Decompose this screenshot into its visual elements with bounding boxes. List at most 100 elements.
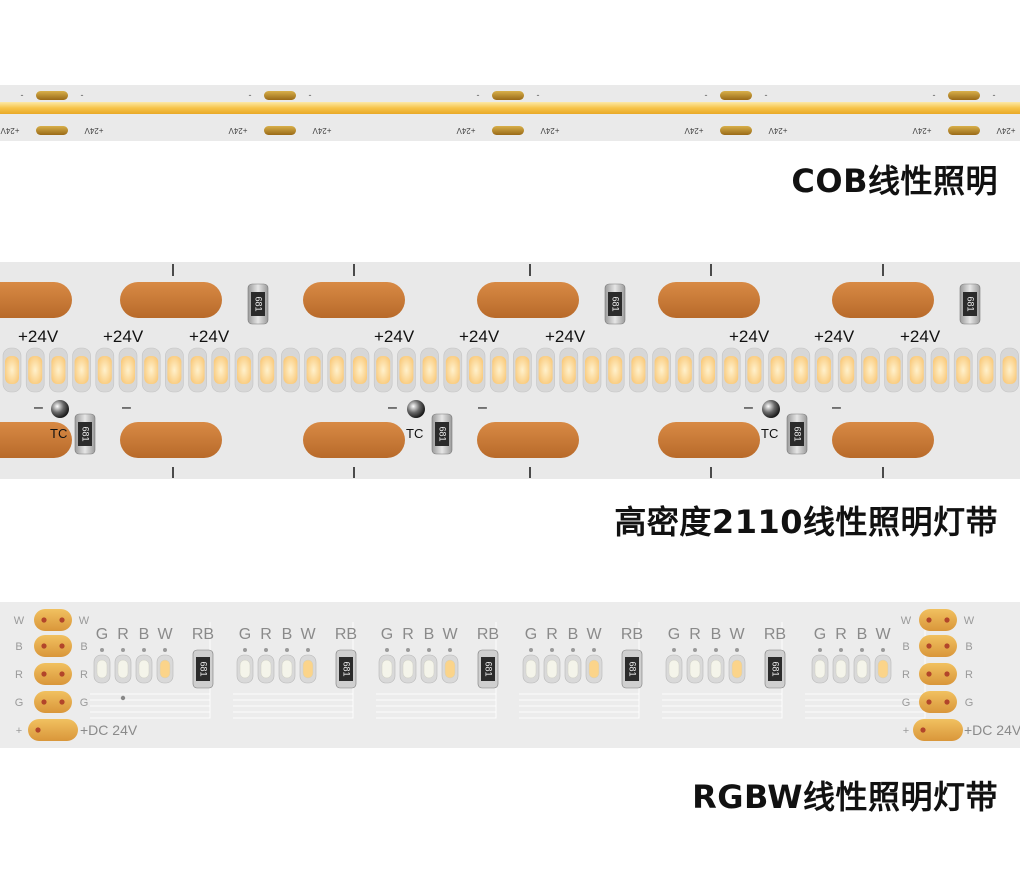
cob-minus-mark: -	[537, 90, 540, 100]
cob-minus-mark: -	[249, 90, 252, 100]
led-2110	[513, 347, 532, 393]
voltage-label: +24V	[814, 327, 855, 346]
led-white	[441, 654, 459, 684]
led-white	[299, 654, 317, 684]
resistor-code: 681	[199, 661, 209, 676]
channel-label: G	[668, 626, 680, 643]
led-2110	[884, 347, 903, 393]
cob-pad-label: +24V	[456, 126, 476, 135]
channel-dot	[550, 648, 554, 652]
led-2110	[930, 347, 950, 393]
led-2110	[791, 347, 811, 393]
led-2110	[49, 347, 68, 393]
resistor-681: 681	[335, 649, 357, 689]
cob-minus-mark: -	[993, 90, 996, 100]
channel-label: W	[300, 626, 316, 643]
channel-dot	[427, 648, 431, 652]
channel-dot	[142, 648, 146, 652]
channel-dot	[100, 648, 104, 652]
cob-bottom-pad	[264, 126, 296, 135]
pad-label-right: G	[80, 697, 89, 709]
copper-pad-top	[120, 282, 222, 318]
dc-label: +DC 24V	[80, 722, 138, 738]
pad-label-right: G	[965, 697, 974, 709]
channel-label: B	[282, 626, 293, 643]
channel-label: R	[117, 626, 129, 643]
cob-top-pad	[492, 91, 524, 100]
resistor-code: 681	[793, 426, 803, 441]
channel-label: G	[814, 626, 826, 643]
led-2110	[582, 347, 602, 393]
led-2110	[373, 347, 393, 393]
led-rgb	[257, 654, 275, 684]
pad-label-left: R	[902, 669, 910, 681]
led-2110	[327, 347, 347, 393]
pad-label-left: W	[14, 615, 25, 627]
channel-label: W	[586, 626, 602, 643]
led-rgb	[564, 654, 582, 684]
rb-label: RB	[335, 626, 357, 643]
channel-dot	[860, 648, 864, 652]
led-2110	[443, 347, 463, 393]
cob-strip: --+24V+24V--+24V+24V--+24V+24V--+24V+24V…	[0, 85, 1020, 141]
cob-top-pad	[948, 91, 980, 100]
channel-dot	[406, 648, 410, 652]
led-2110	[304, 347, 323, 393]
channel-label: G	[525, 626, 537, 643]
channel-dot	[571, 648, 575, 652]
channel-dot	[714, 648, 718, 652]
led-rgb	[236, 654, 254, 684]
led-2110	[95, 347, 115, 393]
voltage-label: +24V	[459, 327, 500, 346]
cob-top-pad	[720, 91, 752, 100]
led-rgb	[853, 654, 871, 684]
pad-label-right: W	[79, 615, 90, 627]
led-2110	[118, 347, 138, 393]
resistor-code: 681	[966, 296, 976, 311]
tc-label: TC	[50, 426, 67, 441]
channel-dot	[385, 648, 389, 652]
channel-label: R	[689, 626, 701, 643]
resistor-code: 681	[628, 661, 638, 676]
led-2110	[1000, 347, 1019, 393]
cob-pad-label: +24V	[0, 126, 19, 135]
cob-bottom-pad	[492, 126, 524, 135]
channel-dot	[285, 648, 289, 652]
channel-dot	[264, 648, 268, 652]
led-2110	[188, 347, 207, 393]
channel-dot	[448, 648, 452, 652]
channel-label: B	[139, 626, 150, 643]
cob-minus-mark: -	[765, 90, 768, 100]
pad-label-left: +	[16, 725, 22, 737]
led-2110	[698, 347, 718, 393]
cob-minus-mark: -	[21, 90, 24, 100]
led-2110	[350, 347, 370, 393]
resistor-681: 681	[431, 413, 453, 455]
led-rgb	[686, 654, 704, 684]
resistor-681: 681	[192, 649, 214, 689]
cob-top-pad	[36, 91, 68, 100]
led-2110	[234, 347, 254, 393]
cob-bottom-pad	[948, 126, 980, 135]
channel-label: R	[546, 626, 558, 643]
led-2110	[489, 347, 509, 393]
voltage-label: +24V	[374, 327, 415, 346]
led-rgb	[811, 654, 829, 684]
caption-cob: COB线性照明	[791, 162, 998, 200]
channel-dot	[672, 648, 676, 652]
caption-rgbw: RGBW线性照明灯带	[692, 778, 998, 816]
led-2110	[397, 347, 416, 393]
thermistor-dot	[51, 400, 69, 418]
resistor-681: 681	[74, 413, 96, 455]
cob-pad-label: +24V	[912, 126, 932, 135]
led-2110	[420, 347, 439, 393]
rgbw-solder-pad: +	[903, 719, 963, 741]
led-rgb	[832, 654, 850, 684]
resistor-681: 681	[621, 649, 643, 689]
led-2110	[466, 347, 486, 393]
resistor-681: 681	[764, 649, 786, 689]
